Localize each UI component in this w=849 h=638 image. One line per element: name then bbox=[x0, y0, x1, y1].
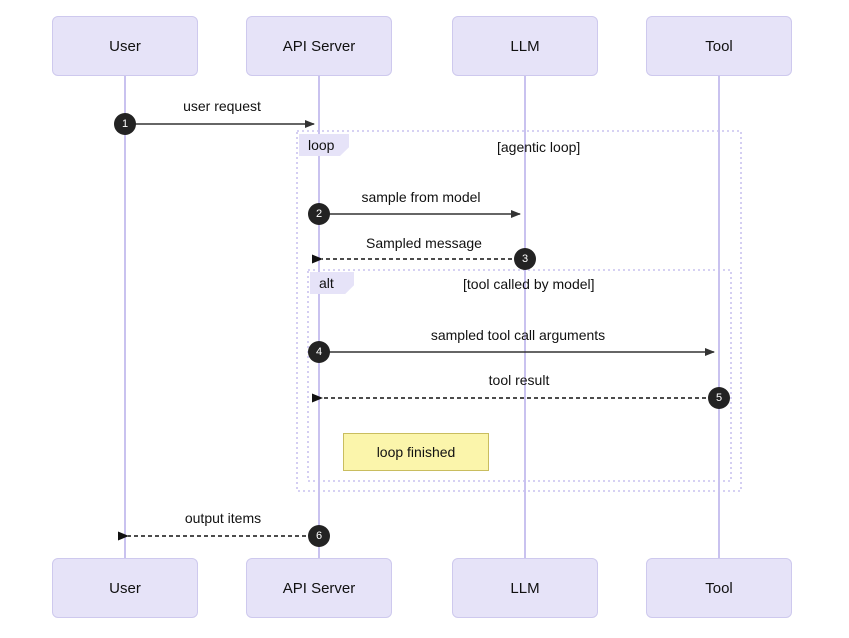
message-label-3: Sampled message bbox=[324, 235, 524, 251]
alt-frame-condition: [tool called by model] bbox=[463, 276, 595, 292]
alt-frame-border bbox=[307, 269, 732, 482]
alt-frame-condition-text: [tool called by model] bbox=[463, 276, 595, 292]
actor-label-api-top: API Server bbox=[282, 37, 356, 55]
sequence-badge-4: 4 bbox=[308, 341, 330, 363]
message-label-1-text: user request bbox=[183, 98, 261, 114]
note-loop-finished: loop finished bbox=[343, 433, 489, 471]
loop-frame-condition: [agentic loop] bbox=[497, 139, 580, 155]
message-label-4-text: sampled tool call arguments bbox=[430, 327, 606, 343]
sequence-badge-5: 5 bbox=[708, 387, 730, 409]
actor-label-tool-top: Tool bbox=[705, 37, 733, 55]
actor-box-tool-top[interactable]: Tool bbox=[646, 16, 792, 76]
actor-label-api-bottom: API Server bbox=[282, 579, 356, 597]
sequence-badge-3: 3 bbox=[514, 248, 536, 270]
sequence-badge-1: 1 bbox=[114, 113, 136, 135]
alt-frame-label-text: alt bbox=[319, 275, 334, 291]
actor-box-llm-bottom[interactable]: LLM bbox=[452, 558, 598, 618]
actor-box-api-top[interactable]: API Server bbox=[246, 16, 392, 76]
actor-box-user-top[interactable]: User bbox=[52, 16, 198, 76]
alt-frame-label: alt bbox=[310, 272, 354, 294]
actor-box-llm-top[interactable]: LLM bbox=[452, 16, 598, 76]
actor-box-user-bottom[interactable]: User bbox=[52, 558, 198, 618]
message-label-6-text: output items bbox=[184, 510, 262, 526]
actor-label-tool-bottom: Tool bbox=[705, 579, 733, 597]
actor-label-llm-bottom: LLM bbox=[510, 579, 540, 597]
actor-label-user-top: User bbox=[109, 37, 141, 55]
sequence-badge-3-text: 3 bbox=[521, 253, 529, 265]
sequence-badge-2: 2 bbox=[308, 203, 330, 225]
loop-frame-label: loop bbox=[299, 134, 349, 156]
sequence-badge-5-text: 5 bbox=[715, 392, 723, 404]
message-label-3-text: Sampled message bbox=[366, 235, 482, 251]
actor-label-user-bottom: User bbox=[109, 579, 141, 597]
sequence-badge-4-text: 4 bbox=[315, 346, 323, 358]
loop-frame-label-text: loop bbox=[308, 137, 335, 153]
message-label-6: output items bbox=[123, 510, 323, 526]
sequence-badge-1-text: 1 bbox=[121, 118, 129, 130]
note-loop-finished-text: loop finished bbox=[376, 444, 456, 460]
loop-frame-border bbox=[296, 130, 742, 492]
message-label-5-text: tool result bbox=[488, 372, 550, 388]
sequence-badge-2-text: 2 bbox=[315, 208, 323, 220]
actor-box-tool-bottom[interactable]: Tool bbox=[646, 558, 792, 618]
actor-box-api-bottom[interactable]: API Server bbox=[246, 558, 392, 618]
message-label-1: user request bbox=[122, 98, 322, 114]
message-label-2: sample from model bbox=[321, 189, 521, 205]
sequence-badge-6-text: 6 bbox=[315, 530, 323, 542]
message-label-2-text: sample from model bbox=[361, 189, 481, 205]
actor-label-llm-top: LLM bbox=[510, 37, 540, 55]
message-label-5: tool result bbox=[419, 372, 619, 388]
loop-frame-condition-text: [agentic loop] bbox=[497, 139, 581, 155]
lifelines bbox=[124, 76, 720, 558]
sequence-badge-6: 6 bbox=[308, 525, 330, 547]
message-label-4: sampled tool call arguments bbox=[418, 327, 618, 343]
